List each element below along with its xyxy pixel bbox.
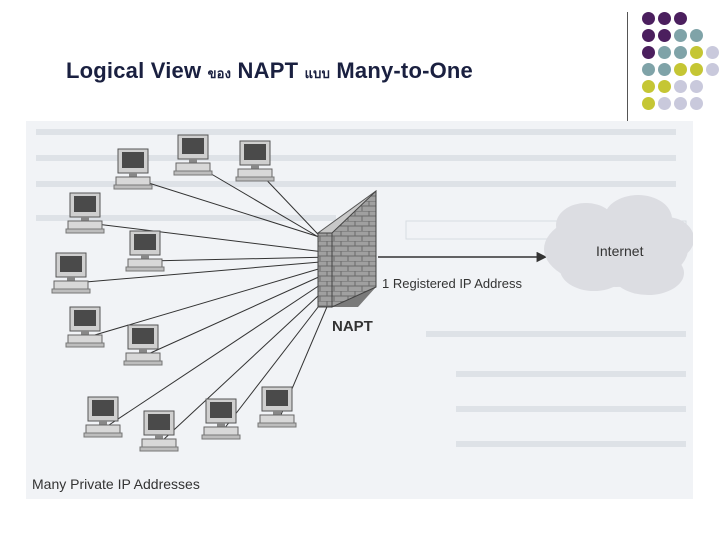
internet-cloud	[544, 195, 693, 295]
decor-dot	[658, 80, 671, 93]
computer-icon	[125, 230, 165, 272]
decor-dot	[690, 29, 703, 42]
decor-dot	[658, 29, 671, 42]
internet-label: Internet	[596, 243, 644, 259]
computer-icon	[83, 396, 123, 438]
computer-link-line	[195, 164, 333, 246]
title-divider-line	[627, 12, 628, 124]
decor-dot	[642, 63, 655, 76]
private-computers	[51, 134, 297, 452]
slide-title: Logical View ของ NAPT แบบ Many-to-One	[66, 58, 473, 84]
computer-icon	[201, 398, 241, 440]
decor-dot	[674, 46, 687, 59]
decor-dot	[658, 46, 671, 59]
computer-icon	[257, 386, 297, 428]
napt-label: NAPT	[332, 318, 373, 335]
decor-dot	[706, 46, 719, 59]
napt-firewall	[317, 189, 377, 308]
decor-dot	[642, 97, 655, 110]
decor-dot	[690, 63, 703, 76]
decor-dot	[658, 63, 671, 76]
computer-icon	[123, 324, 163, 366]
computer-icon	[51, 252, 91, 294]
background-texture	[36, 129, 687, 447]
title-part-2: NAPT	[237, 58, 299, 83]
computer-icon	[65, 192, 105, 234]
decor-dot	[658, 12, 671, 25]
computer-icon	[235, 140, 275, 182]
title-part-1: Logical View	[66, 58, 202, 83]
registered-ip-label: 1 Registered IP Address	[382, 276, 522, 291]
computer-link-line	[145, 270, 333, 356]
decor-dot	[690, 97, 703, 110]
decor-dot	[642, 46, 655, 59]
computer-link-line	[105, 276, 333, 428]
computer-link-line	[147, 256, 333, 262]
napt-diagram-figure: NAPT 1 Registered IP Address Internet Ma…	[26, 121, 693, 499]
napt-diagram-svg: NAPT 1 Registered IP Address Internet Ma…	[32, 129, 693, 492]
computer-icon	[139, 410, 179, 452]
computer-link-line	[135, 178, 333, 242]
decor-dot	[690, 46, 703, 59]
title-thai-1: ของ	[207, 66, 232, 81]
decorative-dot-grid	[638, 10, 720, 122]
decor-dot	[674, 29, 687, 42]
computer-link-line	[161, 282, 333, 442]
computer-link-line	[223, 288, 333, 430]
title-part-3: Many-to-One	[336, 58, 473, 83]
decor-dot	[642, 29, 655, 42]
computer-link-line	[87, 222, 333, 254]
computer-icon	[65, 306, 105, 348]
decor-dot	[674, 12, 687, 25]
decor-dot	[658, 97, 671, 110]
decor-dot	[706, 63, 719, 76]
computer-link-line	[73, 260, 333, 284]
decor-dot	[642, 12, 655, 25]
private-ip-label: Many Private IP Addresses	[32, 476, 200, 492]
computer-icon	[113, 148, 153, 190]
decor-dot	[674, 63, 687, 76]
decor-dot	[690, 80, 703, 93]
decor-dot	[642, 80, 655, 93]
decor-dot	[674, 80, 687, 93]
title-thai-2: แบบ	[304, 66, 331, 81]
computer-icon	[173, 134, 213, 176]
decor-dot	[674, 97, 687, 110]
